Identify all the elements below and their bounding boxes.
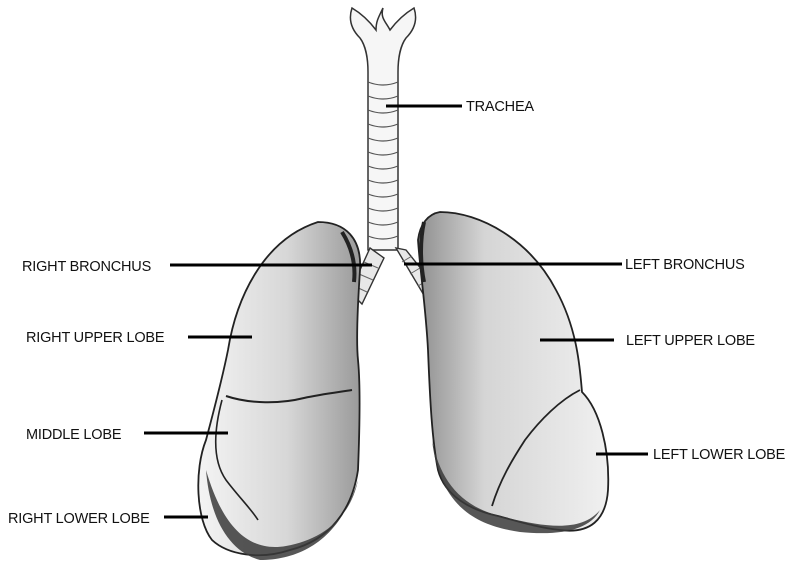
left-lung-shape (418, 212, 608, 533)
label-right-upper-lobe: RIGHT UPPER LOBE (26, 330, 165, 346)
label-trachea: TRACHEA (466, 99, 534, 115)
trachea-shape (350, 8, 415, 250)
label-left-upper-lobe: LEFT UPPER LOBE (626, 333, 755, 349)
label-right-bronchus: RIGHT BRONCHUS (22, 259, 151, 275)
label-middle-lobe: MIDDLE LOBE (26, 427, 122, 443)
label-left-bronchus: LEFT BRONCHUS (625, 257, 745, 273)
label-left-lower-lobe: LEFT LOWER LOBE (653, 447, 786, 463)
right-lung-shape (198, 222, 360, 560)
label-right-lower-lobe: RIGHT LOWER LOBE (8, 511, 150, 527)
